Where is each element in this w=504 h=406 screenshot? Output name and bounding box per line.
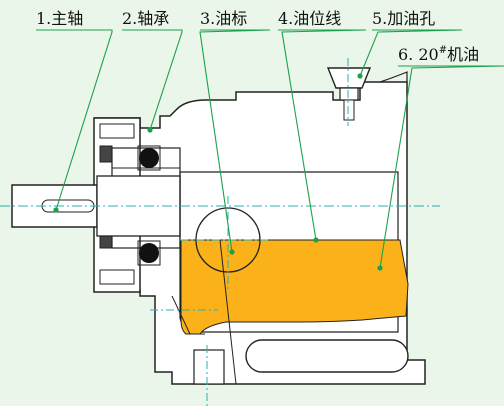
bearing-ball-top — [139, 148, 159, 168]
oil-fill — [180, 239, 409, 335]
label-bearing: 2.轴承 — [122, 9, 169, 28]
label-machine-oil-sup: # — [439, 45, 447, 56]
label-oil-gauge: 3.油标 — [200, 9, 247, 28]
leader-lines — [36, 29, 504, 269]
label-machine-oil-suffix: 机油 — [447, 45, 479, 64]
oil-filler-plug — [326, 67, 372, 89]
label-oil-level: 4.油位线 — [278, 9, 341, 28]
label-machine-oil: 6. 20#机油 — [398, 45, 479, 64]
label-oil-filler: 5.加油孔 — [372, 9, 435, 28]
bearing-ball-bottom — [139, 243, 159, 263]
label-spindle: 1.主轴 — [36, 9, 83, 28]
leader-dots — [53, 73, 383, 271]
label-machine-oil-num: 6. 20 — [398, 45, 439, 64]
